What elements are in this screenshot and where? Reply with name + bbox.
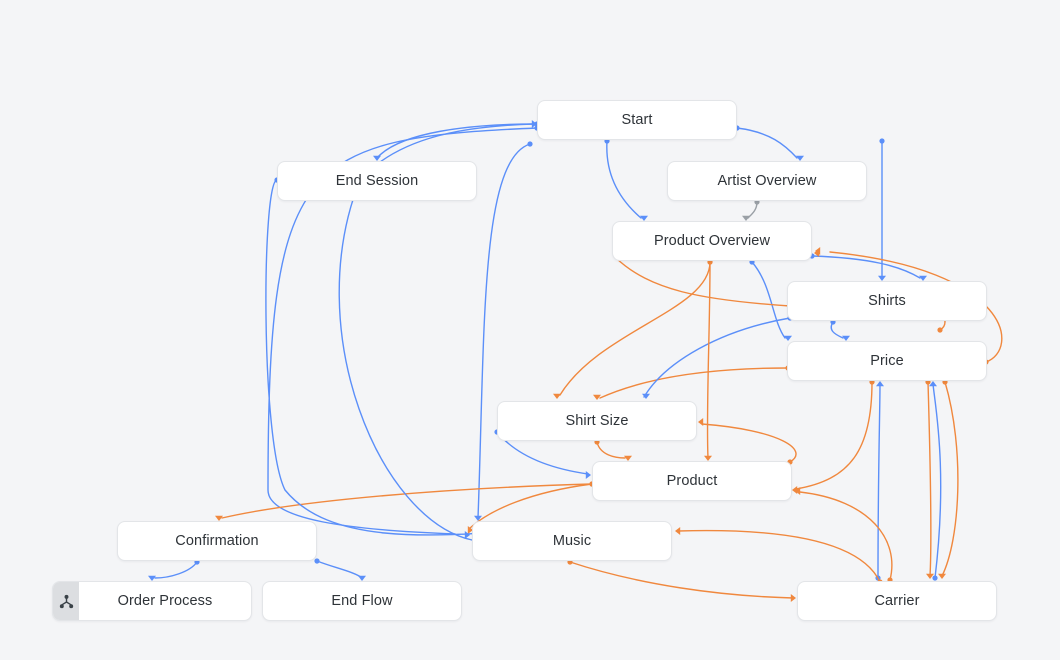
edge-carrier-to-price: [929, 381, 942, 581]
edge-price-to-carrier: [938, 379, 959, 579]
node-label: Shirts: [868, 292, 906, 309]
node-price[interactable]: Price: [787, 341, 987, 381]
edge-arrowhead: [938, 573, 946, 579]
edge-product-to-confirmation: [215, 481, 595, 521]
edge-arrowhead: [795, 487, 801, 495]
edge-source-dot: [314, 558, 320, 564]
node-start[interactable]: Start: [537, 100, 737, 140]
edge-end_session-to-start: [265, 177, 534, 536]
edge-arrowhead: [790, 594, 796, 602]
edge-start-to-music: [474, 141, 533, 521]
node-label: Carrier: [874, 592, 920, 609]
edge-arrowhead: [784, 335, 792, 341]
edge-source-dot: [937, 327, 943, 333]
edge-shirt_size-to-product: [594, 439, 632, 461]
edge-product-to-shirt_size: [698, 418, 797, 465]
edge-source-dot: [879, 138, 885, 144]
edge-arrowhead: [464, 531, 470, 539]
edge-arrowhead: [792, 486, 798, 494]
edge-confirmation-to-order_process: [148, 559, 200, 581]
node-product[interactable]: Product: [592, 461, 792, 501]
node-label: Confirmation: [175, 532, 259, 549]
edge-product_overview-to-price: [749, 259, 792, 341]
node-label: Artist Overview: [717, 172, 817, 189]
edge-product_overview-to-product: [704, 259, 713, 461]
node-carrier[interactable]: Carrier: [797, 581, 997, 621]
node-label: Order Process: [117, 592, 213, 609]
edge-arrowhead: [593, 394, 601, 400]
edge-arrowhead: [675, 527, 681, 535]
edge-source-dot: [932, 575, 938, 581]
node-label: End Flow: [331, 592, 393, 609]
node-product_overview[interactable]: Product Overview: [612, 221, 812, 261]
edge-source-dot: [527, 141, 533, 147]
node-music[interactable]: Music: [472, 521, 672, 561]
edge-product_overview-to-shirt_size: [553, 259, 713, 399]
node-label: Product: [666, 472, 718, 489]
node-label: Price: [870, 352, 904, 369]
edge-start-to-product_overview: [604, 138, 648, 221]
edge-price-to-shirt_size: [593, 365, 791, 400]
edge-carrier-to-product: [795, 487, 893, 583]
edge-start-to-end_session: [373, 121, 540, 161]
edge-price-to-carrier: [925, 379, 934, 579]
node-end_flow[interactable]: End Flow: [262, 581, 462, 621]
edge-artist_overview-to-product_overview: [742, 199, 760, 221]
edge-price-to-product: [792, 379, 875, 494]
edge-start-to-shirts: [878, 138, 886, 281]
node-label: Start: [621, 111, 653, 128]
edge-arrowhead: [642, 393, 650, 399]
node-artist_overview[interactable]: Artist Overview: [667, 161, 867, 201]
node-shirt_size[interactable]: Shirt Size: [497, 401, 697, 441]
node-label: End Session: [335, 172, 419, 189]
edge-arrowhead: [929, 381, 937, 387]
subprocess-icon: [53, 582, 79, 620]
node-order_process[interactable]: Order Process: [52, 581, 252, 621]
edge-start-to-artist_overview: [734, 125, 804, 161]
edge-music-to-carrier: [567, 559, 796, 602]
edge-carrier-to-music: [675, 527, 883, 585]
node-end_session[interactable]: End Session: [277, 161, 477, 201]
edge-product_overview-to-shirts: [809, 253, 927, 281]
edge-shirts-to-price: [830, 319, 850, 341]
node-confirmation[interactable]: Confirmation: [117, 521, 317, 561]
edge-carrier-to-price: [875, 381, 884, 581]
edge-confirmation-to-end_flow: [314, 558, 366, 581]
edge-source-dot: [875, 575, 881, 581]
node-label: Music: [552, 532, 592, 549]
edge-arrowhead: [876, 381, 884, 387]
node-label: Product Overview: [653, 232, 771, 249]
edge-shirts-to-shirt_size: [642, 315, 793, 399]
edge-arrowhead: [815, 247, 821, 255]
edge-arrowhead: [585, 471, 591, 479]
edge-arrowhead: [553, 393, 561, 399]
node-shirts[interactable]: Shirts: [787, 281, 987, 321]
edge-arrowhead: [926, 573, 934, 579]
edge-arrowhead: [698, 418, 704, 426]
edge-arrowhead: [814, 249, 820, 257]
node-label: Shirt Size: [565, 412, 629, 429]
